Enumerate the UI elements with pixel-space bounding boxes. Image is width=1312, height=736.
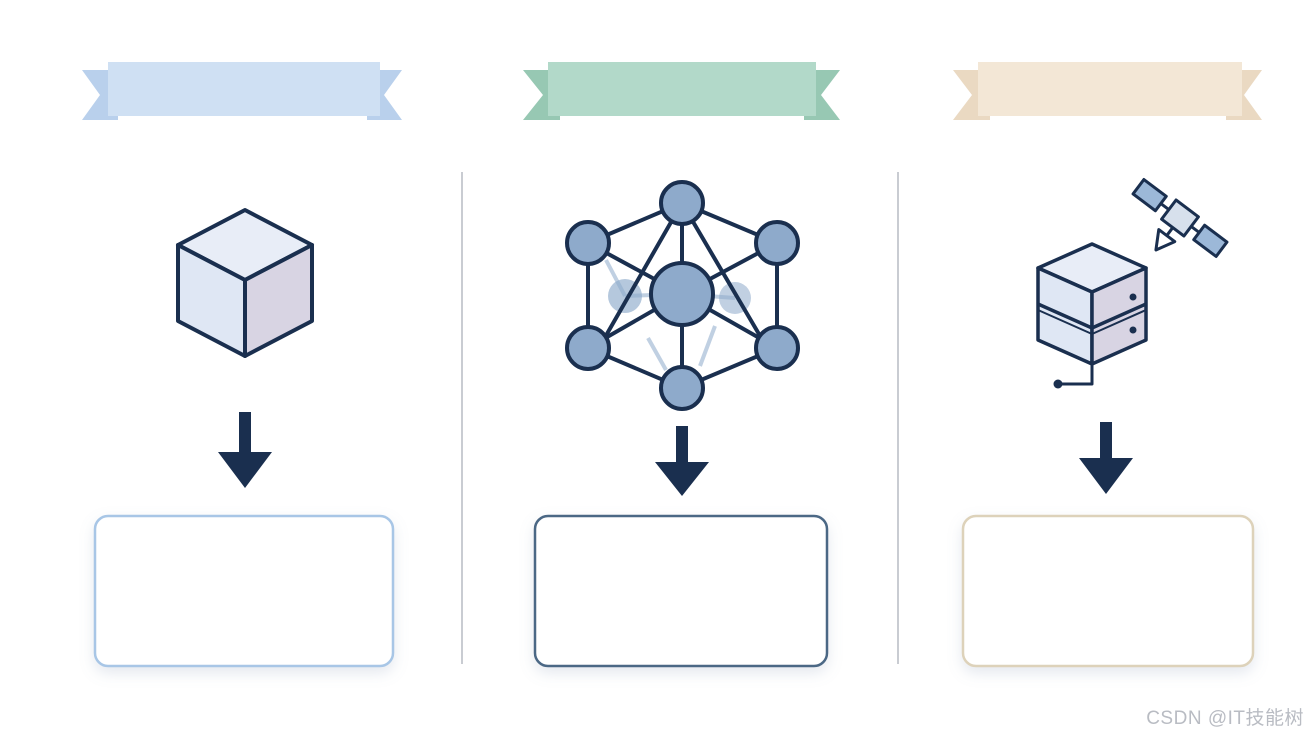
down-arrow-2 bbox=[655, 426, 709, 496]
satellite-icon bbox=[1131, 178, 1229, 258]
server-stack-icon bbox=[1036, 242, 1148, 389]
output-box-2 bbox=[533, 514, 829, 668]
banner-ribbon-3 bbox=[953, 62, 1262, 120]
column-3 bbox=[953, 62, 1262, 668]
output-box-3 bbox=[961, 514, 1255, 668]
cube-icon bbox=[176, 208, 314, 358]
network-graph-icon bbox=[565, 180, 800, 411]
banner-ribbon-2 bbox=[523, 62, 840, 120]
watermark-text: CSDN @IT技能树 bbox=[1146, 708, 1304, 729]
output-box-1 bbox=[93, 514, 395, 668]
column-2 bbox=[523, 62, 840, 668]
down-arrow-3 bbox=[1079, 422, 1133, 494]
column-1 bbox=[82, 62, 402, 668]
banner-ribbon-1 bbox=[82, 62, 402, 120]
down-arrow-1 bbox=[218, 412, 272, 488]
